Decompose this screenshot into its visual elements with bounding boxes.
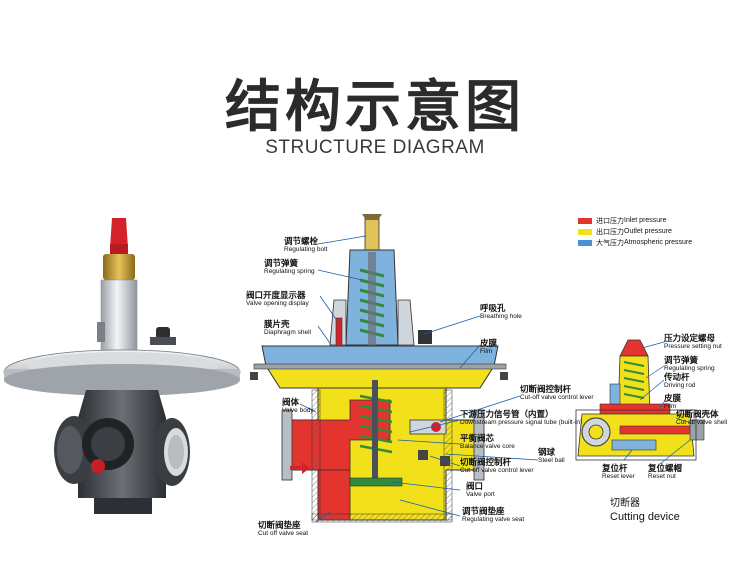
label-cn: 阀口 [466,481,484,491]
regulator-section-drawing [250,214,508,523]
label-cn: 阀体 [282,397,300,407]
label-cn: 切断阀垫座 [258,520,301,530]
label-cn: 切断阀壳体 [676,409,719,419]
legend-en: Outlet pressure [624,228,672,235]
label-en: Valve port [466,490,495,498]
page-subtitle: STRUCTURE DIAGRAM [265,137,485,158]
label-en: Breathing hole [480,312,522,320]
label-cn: 调节弹簧 [664,355,699,365]
label-cn: 复位杆 [602,463,628,473]
label-cn: 钢球 [538,447,556,457]
legend-cn: 大气压力 [596,239,624,247]
cutting-device-drawing [575,339,705,461]
label-cn: 阀口开度显示器 [246,290,306,300]
legend-cn: 进口压力 [596,217,624,225]
label-en: Regulating valve seat [462,515,525,523]
label-en: Balance valve core [460,442,515,450]
legend-en: Inlet pressure [624,217,667,224]
label-downstream-signal-tube: 下游压力信号管（内置）Downstream pressure signal tu… [460,410,582,426]
label-en: Driving rod [664,381,696,389]
label-cn: 压力设定螺母 [664,333,716,343]
label-cn: 平衡阀芯 [460,433,495,443]
label-cn: 皮膜 [664,393,682,403]
label-en: Pressure setting nut [664,342,722,350]
cutting-device-caption: 切断器 Cutting device [610,494,680,523]
label-cn: 调节弹簧 [264,258,299,268]
label-en: Reset nut [648,472,676,480]
label-en: Regulating spring [264,267,315,275]
legend-cn: 出口压力 [596,228,624,236]
label-cn: 呼吸孔 [480,303,506,313]
regulator-product-photo [3,218,241,514]
label-cn: 膜片壳 [264,319,290,329]
page-title: 结构示意图 [225,75,525,140]
leader-lines [299,235,539,523]
label-cn: 传动杆 [664,372,690,382]
label-en: Valve body [282,406,314,414]
label-cn: 下游压力信号管（内置） [460,409,554,419]
label-en: Diaphragm shell [264,328,311,336]
label-cn: 皮膜 [480,338,498,348]
label-en: Reset lever [602,472,635,480]
label-en: Cut off valve seat [258,529,309,537]
label-en: Cut-off valve control lever [460,466,534,474]
label-cn: 复位螺帽 [648,463,683,473]
label-en: Steel ball [538,456,565,464]
legend-swatch-yellow [578,228,592,235]
label-en: Cut off valve shell [676,418,728,426]
legend-swatch-red [578,217,592,224]
label-en: Cut-off valve control lever [520,393,594,401]
legend-en: Atmospheric pressure [624,239,693,246]
label-en: Regulating bolt [284,245,328,253]
cutting-device-en: Cutting device [610,511,680,523]
cutting-leader-lines [623,341,695,465]
legend-swatch-blue [578,239,592,246]
label-en: Regulating spring [664,364,715,372]
label-en: Valve opening display [246,299,309,307]
label-en: Film [664,402,677,410]
label-en: Downstream pressure signal tube (built-i… [460,418,583,426]
label-cn: 调节螺栓 [284,236,319,246]
label-cn: 切断阀控制杆 [460,457,512,467]
label-cn: 切断阀控制杆 [520,384,572,394]
label-en: Film [480,347,493,355]
label-cn: 调节阀垫座 [462,506,505,516]
cutting-device-cn: 切断器 [610,498,640,509]
